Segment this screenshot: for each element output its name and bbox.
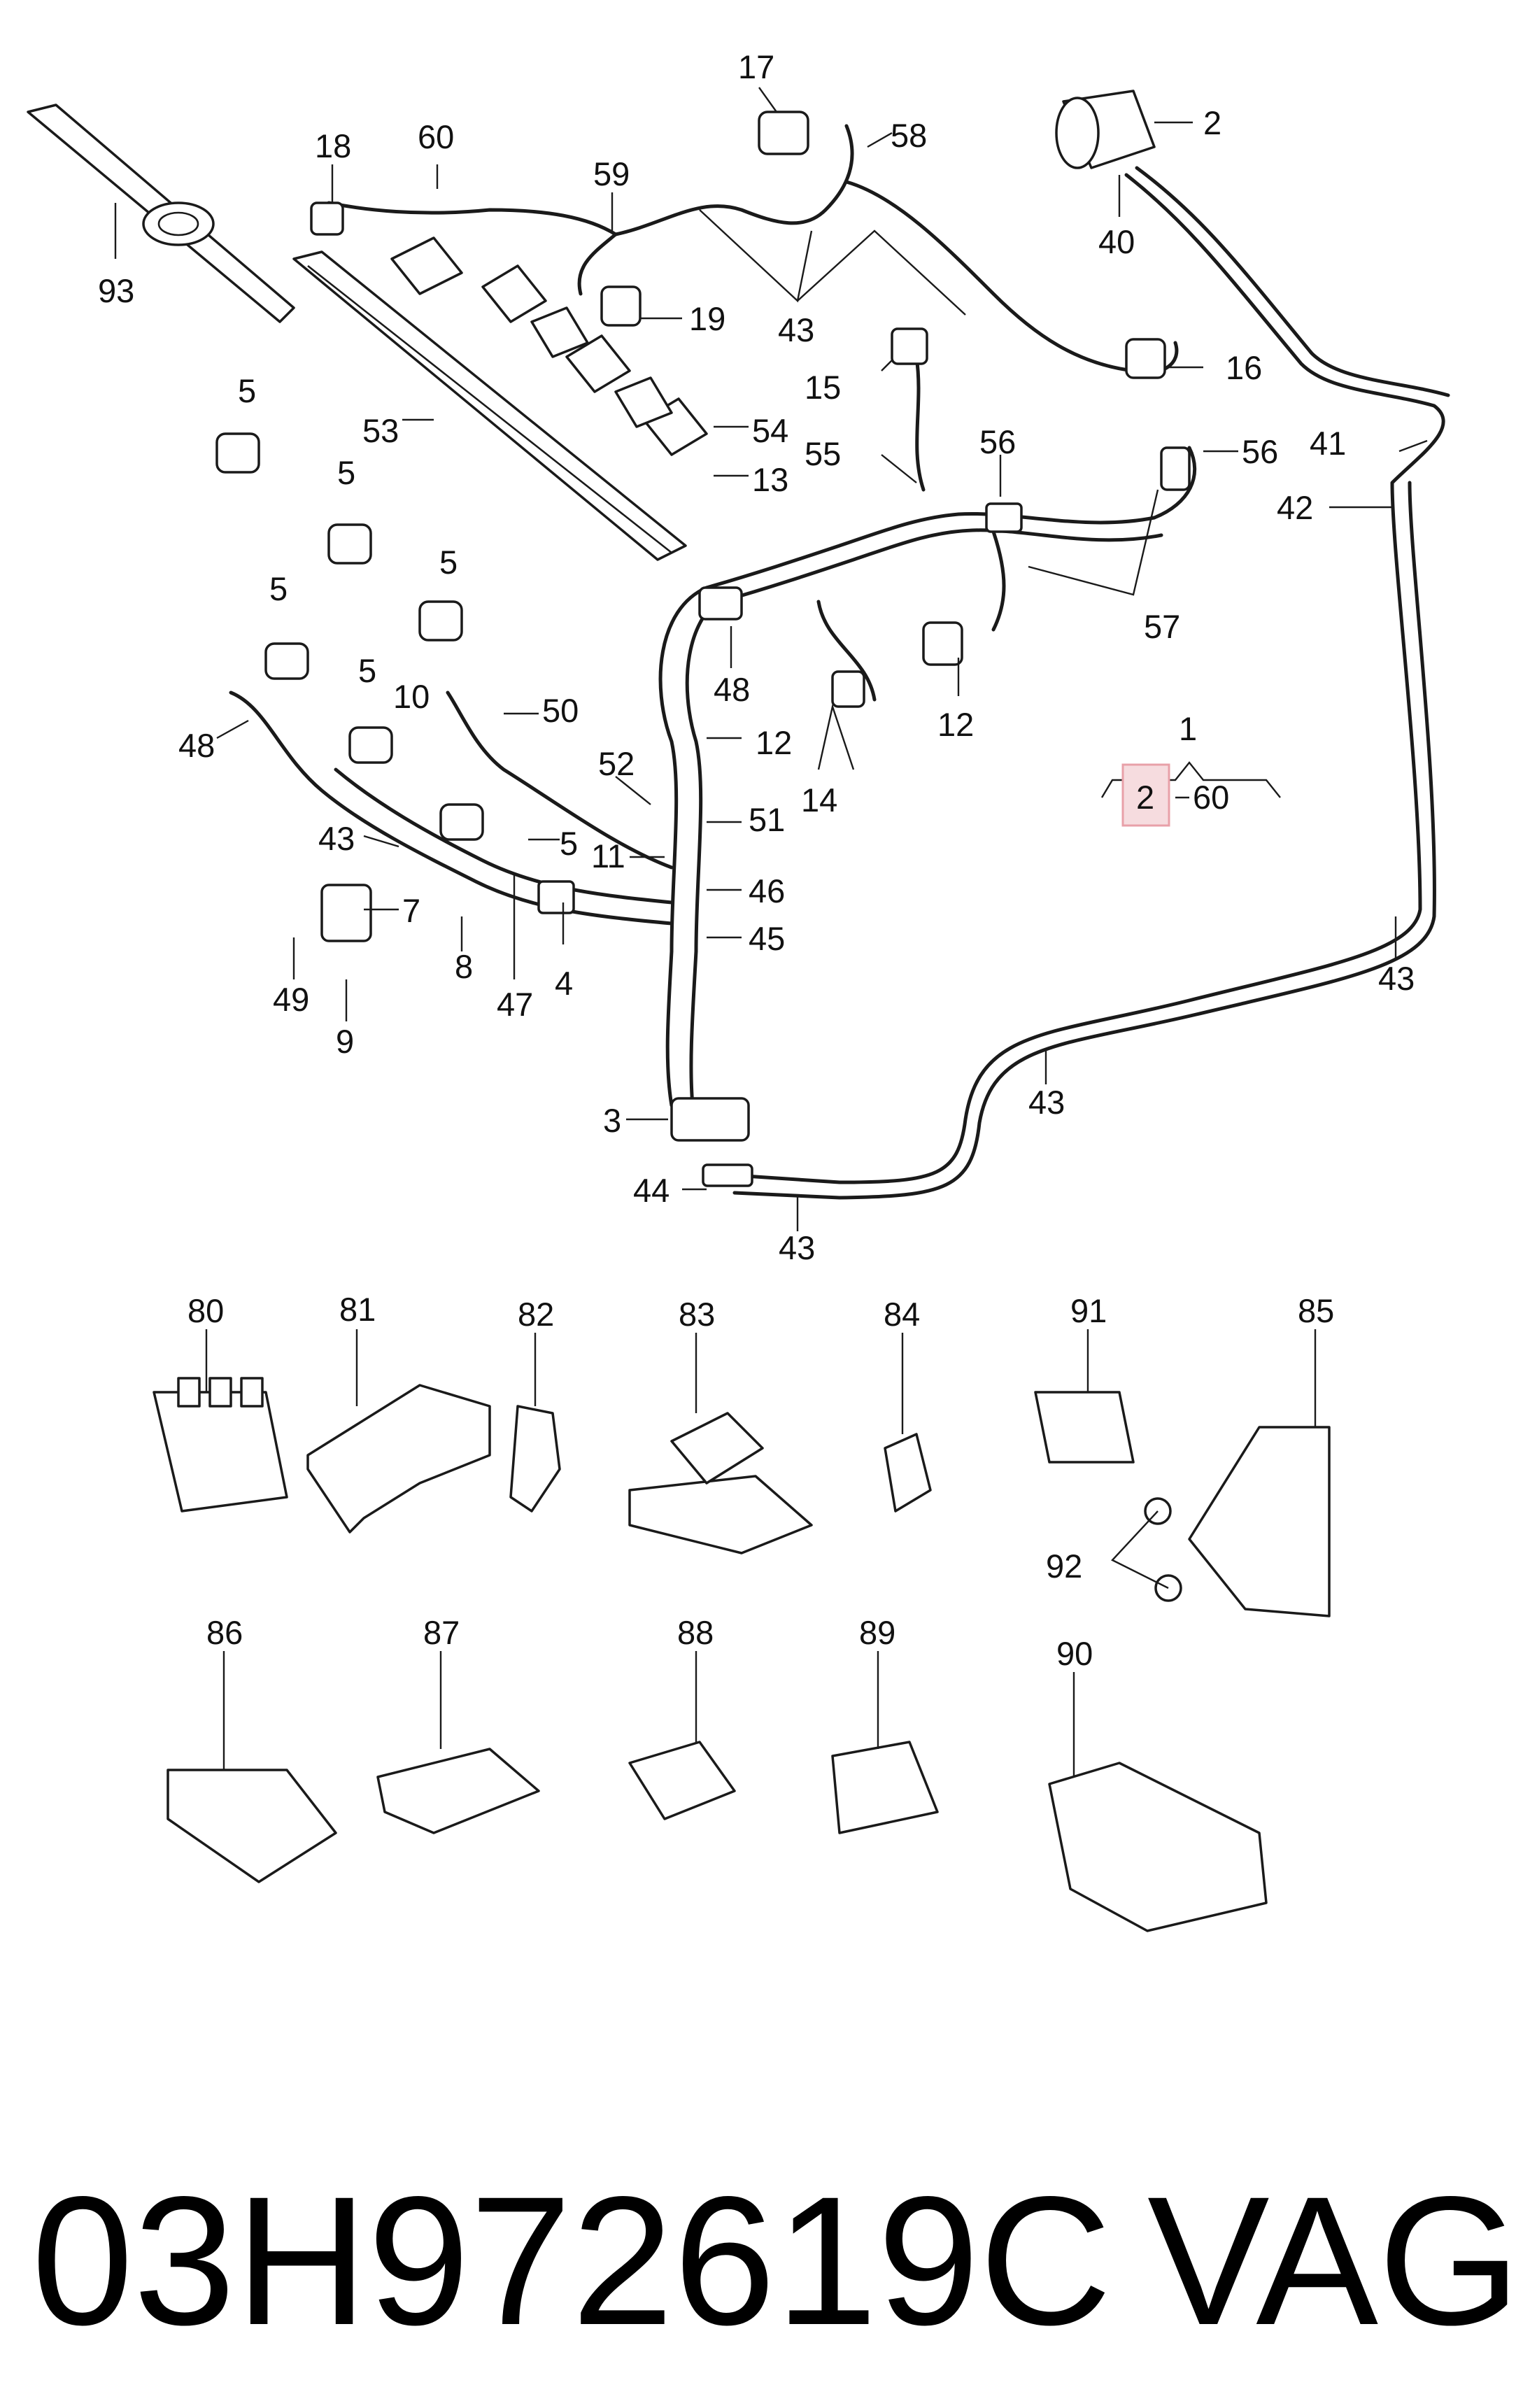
callout-44: 44: [633, 1172, 670, 1209]
callout-40: 40: [1098, 223, 1135, 260]
callout-43: 43: [318, 820, 355, 857]
callout-9: 9: [336, 1023, 354, 1060]
part-91: [1034, 1391, 1135, 1464]
callout-48: 48: [178, 727, 215, 764]
callout-10: 10: [393, 678, 430, 715]
callout-87: 87: [423, 1614, 460, 1651]
callout-80: 80: [187, 1292, 224, 1329]
callout-1: 1: [1179, 710, 1197, 747]
callout-43: 43: [778, 311, 814, 348]
callout-59: 59: [593, 155, 630, 192]
callout-5: 5: [337, 454, 355, 491]
part-85: [1188, 1426, 1331, 1617]
part-80: [153, 1377, 288, 1513]
callout-5: 5: [269, 570, 288, 607]
callout-13: 13: [752, 461, 788, 498]
callout-83: 83: [679, 1296, 715, 1333]
callout-5: 5: [238, 372, 256, 409]
callout-45: 45: [749, 920, 785, 957]
callout-5: 5: [439, 544, 458, 581]
callout-89: 89: [859, 1614, 895, 1651]
callout-82: 82: [518, 1296, 554, 1333]
highlight-box: [1121, 763, 1170, 827]
part-86: [167, 1769, 337, 1883]
part-90: [1048, 1762, 1268, 1932]
callout-43: 43: [1028, 1084, 1065, 1121]
callout-86: 86: [206, 1614, 243, 1651]
callout-41: 41: [1310, 425, 1346, 462]
callout-5: 5: [560, 825, 578, 862]
callout-7: 7: [402, 892, 420, 929]
callout-52: 52: [598, 745, 635, 782]
callout-12: 12: [756, 724, 792, 761]
callout-47: 47: [497, 986, 533, 1023]
callout-14: 14: [801, 781, 837, 819]
callout-19: 19: [689, 300, 725, 337]
callout-58: 58: [891, 117, 927, 154]
leader-lines: [114, 87, 1428, 1777]
callout-11: 11: [591, 837, 625, 874]
callout-49: 49: [273, 981, 309, 1018]
callout-43: 43: [1378, 960, 1415, 997]
callout-55: 55: [805, 435, 841, 472]
part-number-caption: 03H972619C: [31, 2158, 1112, 2363]
callout-42: 42: [1277, 489, 1313, 526]
callout-2-highlighted: 2: [1136, 779, 1154, 816]
callout-16: 16: [1226, 349, 1262, 386]
part-87: [376, 1748, 540, 1834]
callout-53: 53: [362, 412, 399, 449]
callout-51: 51: [749, 801, 785, 838]
callout-84: 84: [884, 1296, 920, 1333]
callout-12: 12: [937, 706, 974, 743]
callout-48: 48: [714, 671, 750, 708]
part-89: [831, 1741, 939, 1834]
callout-93: 93: [98, 272, 134, 309]
callout-90: 90: [1056, 1635, 1093, 1672]
callout-60: 60: [418, 118, 454, 155]
part-81: [306, 1384, 491, 1534]
part-93-bracket: [27, 104, 295, 323]
callout-5: 5: [358, 652, 376, 689]
callout-43: 43: [779, 1229, 815, 1266]
callout-46: 46: [749, 872, 785, 909]
callout-15: 15: [805, 369, 841, 406]
callout-4: 4: [555, 965, 573, 1002]
callout-91: 91: [1070, 1292, 1107, 1329]
callout-54: 54: [752, 412, 788, 449]
callout-92: 92: [1046, 1548, 1082, 1585]
callout-3: 3: [603, 1102, 621, 1139]
callout-60: 60: [1193, 779, 1229, 816]
callout-88: 88: [677, 1614, 714, 1651]
injector-rail: [292, 236, 708, 561]
callout-labels: 17 2 40 18 60 59 58 19 43 93 15 16 53 5 …: [98, 48, 1415, 1672]
callout-17: 17: [738, 48, 774, 85]
callout-2: 2: [1203, 104, 1221, 141]
callout-56: 56: [979, 423, 1016, 460]
part-88: [628, 1741, 736, 1820]
callout-57: 57: [1144, 608, 1180, 645]
part-83: [628, 1412, 813, 1554]
part-40-cable-end: [1055, 90, 1156, 169]
part-84: [884, 1433, 932, 1513]
callout-56: 56: [1242, 433, 1278, 470]
brand-caption: VAG: [1147, 2158, 1521, 2363]
part-82: [509, 1405, 561, 1513]
callout-8: 8: [455, 948, 473, 985]
callout-81: 81: [339, 1291, 376, 1328]
callout-50: 50: [542, 692, 579, 729]
connectors: [215, 111, 1191, 1187]
callout-85: 85: [1298, 1292, 1334, 1329]
callout-18: 18: [315, 127, 351, 164]
